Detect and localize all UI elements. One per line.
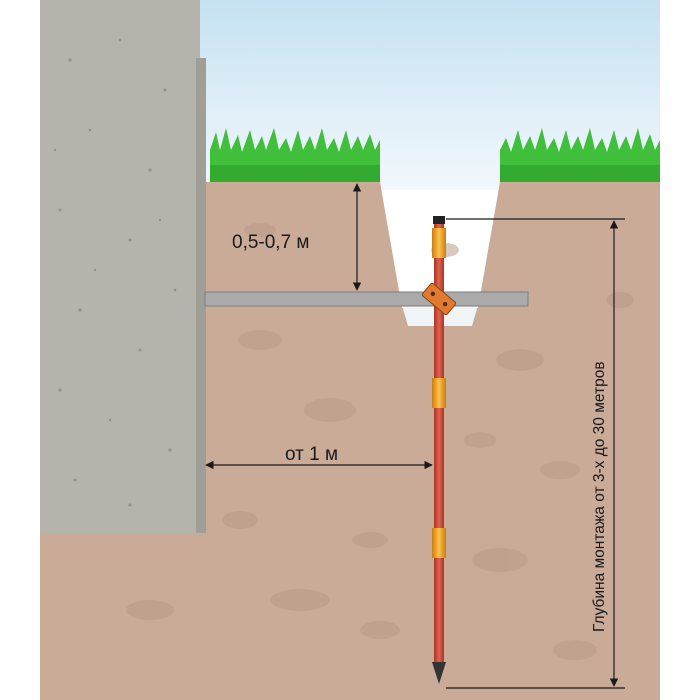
grass-right [500, 128, 660, 182]
distance-from-wall-label: от 1 м [285, 444, 338, 465]
grounding-strip [204, 291, 529, 307]
grass-left [210, 128, 380, 182]
foundation-wall [40, 0, 200, 533]
dimension-install-depth [446, 218, 625, 689]
soil-texture [126, 223, 634, 660]
coupling [432, 528, 446, 558]
concrete-pores [53, 38, 177, 507]
cone-tip-icon [432, 662, 446, 684]
foundation-wall-edge [196, 58, 206, 533]
grounding-rod [434, 222, 444, 662]
coupling [432, 228, 446, 258]
trench-depth-label: 0,5-0,7 м [232, 232, 310, 253]
rod-top-cap [433, 216, 445, 224]
coupling [432, 378, 446, 408]
clamp-icon [421, 282, 457, 316]
install-depth-label: Глубина монтажа от 3-х до 30 метров [591, 361, 608, 632]
rod-couplings [432, 228, 446, 558]
